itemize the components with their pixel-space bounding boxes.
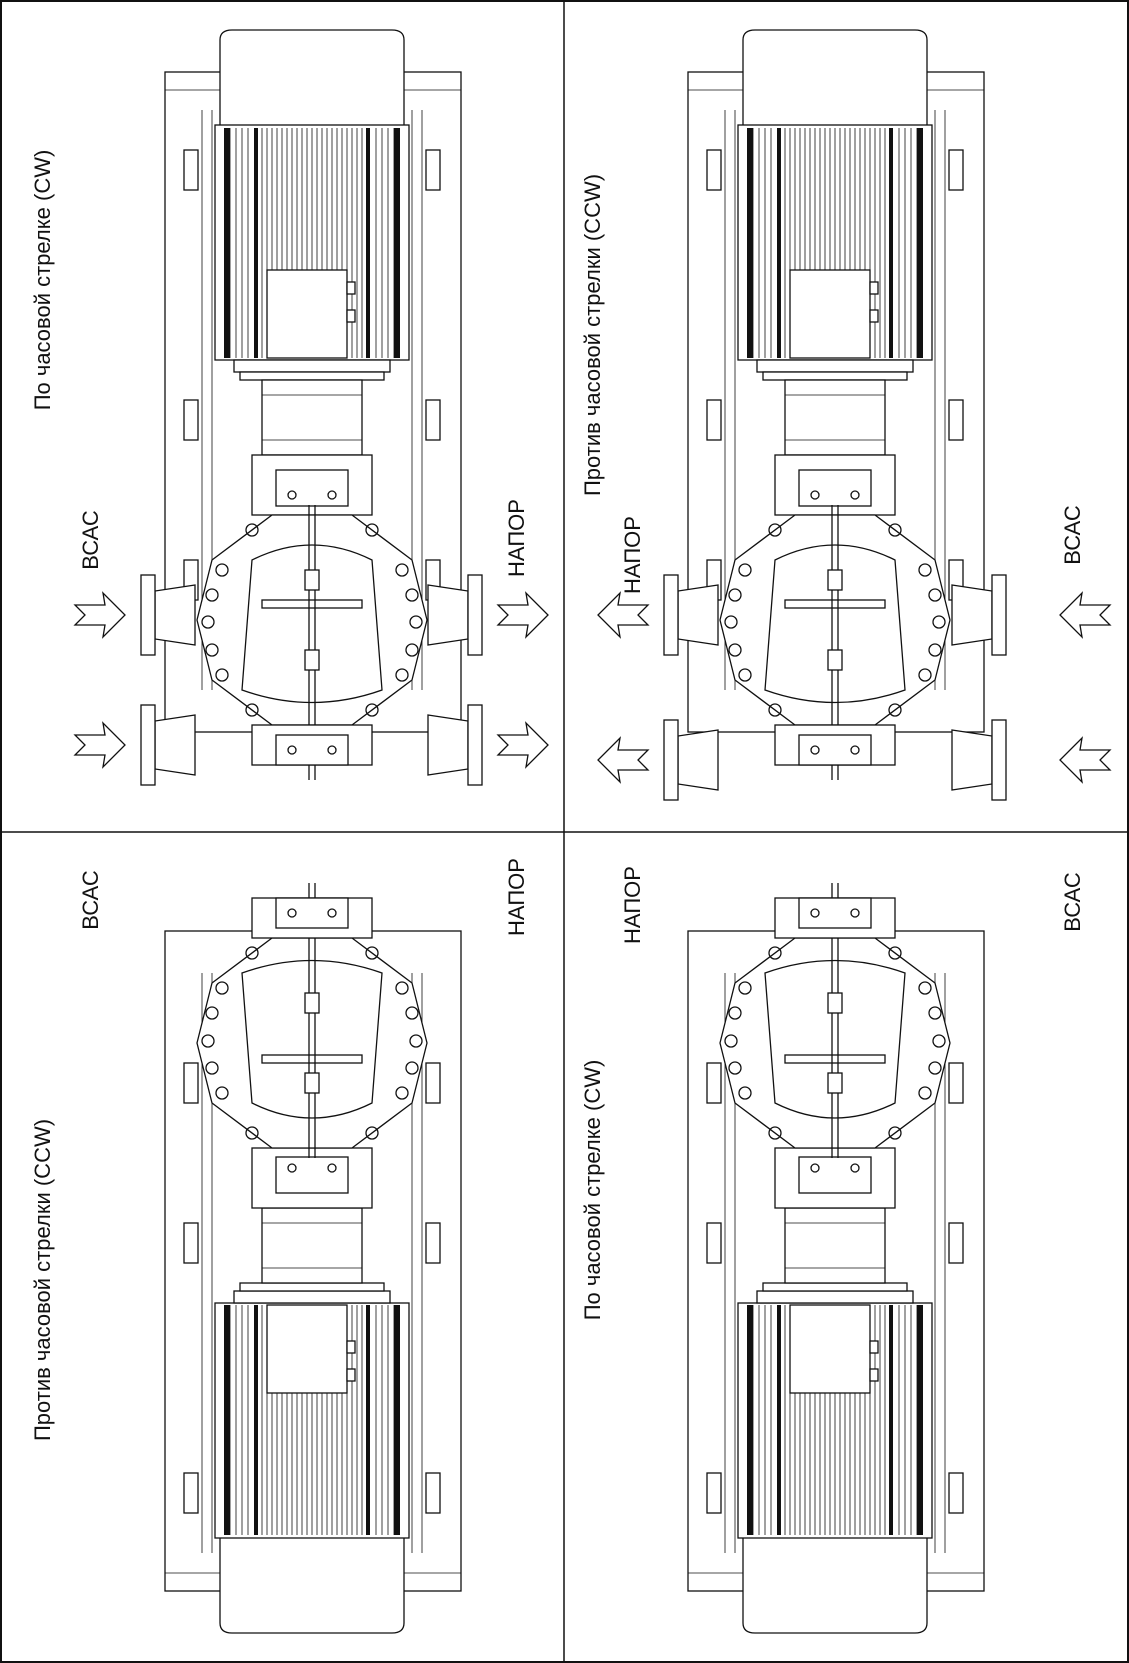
- rotation-label: По часовой стрелке (CW): [580, 1060, 605, 1321]
- suction-label: ВСАС: [1060, 505, 1085, 565]
- rotation-label: Против часовой стрелки (CCW): [30, 1119, 55, 1441]
- panel-top-left: По часовой стрелке (CW) ВСАС НАПОР: [30, 29, 549, 781]
- rotation-label: По часовой стрелке (CW): [30, 150, 55, 411]
- panel-bottom-right: По часовой стрелке (CW) НАПОР ВСАС: [580, 719, 1111, 1634]
- suction-label: ВСАС: [78, 510, 103, 570]
- suction-label: ВСАС: [78, 870, 103, 930]
- discharge-label: НАПОР: [620, 516, 645, 594]
- panel-bottom-left: Против часовой стрелки (CCW) ВСАС НАПОР: [30, 704, 549, 1634]
- suction-label: ВСАС: [1060, 872, 1085, 932]
- discharge-label: НАПОР: [504, 499, 529, 577]
- panel-top-right: Против часовой стрелки (CCW) НАПОР ВСАС: [580, 29, 1111, 781]
- discharge-label: НАПОР: [504, 858, 529, 936]
- rotation-label: Против часовой стрелки (CCW): [580, 174, 605, 496]
- discharge-label: НАПОР: [620, 866, 645, 944]
